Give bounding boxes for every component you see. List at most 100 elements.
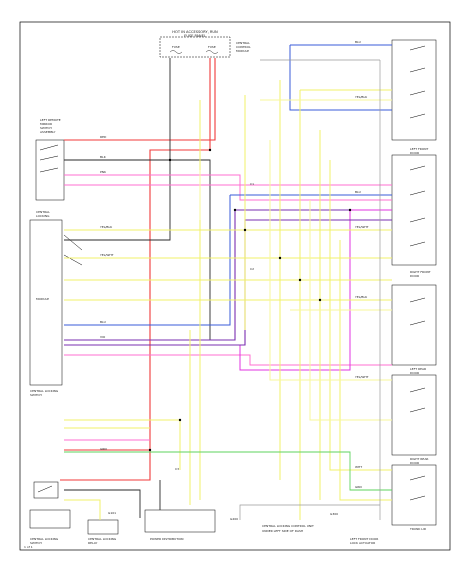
switch-contact bbox=[409, 113, 426, 119]
fuse-panel-subtitle: FUSE PANEL bbox=[184, 34, 206, 38]
wire-tag: YEL/BLK bbox=[355, 95, 368, 99]
module-label: SWITCH bbox=[30, 393, 42, 397]
wire-tag: BLU bbox=[355, 190, 361, 194]
wire-tag: PNK bbox=[100, 170, 107, 174]
door-label: DOOR bbox=[410, 371, 419, 375]
switch-contact bbox=[409, 45, 426, 51]
module-label: CENTRAL LOCKING bbox=[88, 537, 117, 541]
power-distribution-box: POWER DISTRIBUTION bbox=[144, 509, 216, 541]
left-remote-mirror-switch: LEFT REMOTE MIRROR SWITCH ASSEMBLY bbox=[35, 118, 65, 201]
switch-contact bbox=[409, 297, 426, 303]
fuse-panel-title: HOT IN ACCESSORY, RUN bbox=[172, 30, 218, 34]
ground-label: G200 bbox=[230, 517, 238, 521]
module-label: CENTRAL LOCKING bbox=[30, 389, 59, 393]
wire-tags: RED BLK PNK YEL/BLK YEL/WHT BLU VIO GRN … bbox=[100, 40, 369, 489]
switch-contact bbox=[409, 90, 426, 96]
ground-label: G101 bbox=[108, 511, 116, 515]
wire-tag: BLU bbox=[100, 320, 106, 324]
door-label: DOOR bbox=[410, 274, 419, 278]
module-label: POWER DISTRIBUTION bbox=[150, 537, 184, 541]
diagram-border bbox=[19, 21, 451, 551]
fuse-left-label: FUSE bbox=[172, 45, 180, 49]
wire-tag: YEL/WHT bbox=[355, 225, 369, 229]
door-label: LEFT REAR bbox=[410, 367, 426, 371]
fuse-panel: HOT IN ACCESSORY, RUN FUSE PANEL FUSE FU… bbox=[159, 30, 231, 58]
module-label: SWITCH bbox=[30, 541, 42, 545]
wire-blue bbox=[64, 44, 392, 326]
wire-tag: VIO bbox=[100, 335, 106, 339]
switch-contact bbox=[409, 320, 426, 326]
switch-contact bbox=[409, 387, 426, 393]
wire-tag: YEL/BLK bbox=[355, 295, 368, 299]
module-label: CENTRAL LOCKING bbox=[30, 537, 59, 541]
module-label: ASSEMBLY bbox=[40, 130, 56, 134]
wire-green bbox=[64, 451, 392, 491]
footer-caption: UNDER LEFT SIDE OF DASH bbox=[262, 529, 303, 533]
fuse-right-label: FUSE bbox=[208, 45, 216, 49]
relay-contact bbox=[63, 234, 83, 251]
wire-tag: BLK bbox=[100, 155, 107, 159]
module-label: CENTRAL bbox=[36, 210, 50, 214]
page-number: 1 of 1 bbox=[24, 545, 33, 549]
module-label: LEFT REMOTE bbox=[40, 118, 61, 122]
door-label: RIGHT FRONT bbox=[410, 270, 431, 274]
ground-label: G300 bbox=[330, 512, 338, 516]
module-label: MIRROR bbox=[40, 122, 52, 126]
connectors: C1 C2 C3 G101 G200 G300 bbox=[108, 182, 338, 521]
wire-tag: YEL/WHT bbox=[100, 253, 114, 257]
switch-contact bbox=[39, 155, 59, 161]
connector-label: C1 bbox=[250, 182, 254, 186]
switch-contact bbox=[409, 495, 426, 501]
wire-tag: YEL/WHT bbox=[355, 375, 369, 379]
module-label: LOCKING bbox=[36, 214, 50, 218]
switch-contact bbox=[409, 475, 426, 481]
module-label: CENTRAL bbox=[236, 41, 250, 45]
door-label: DOOR bbox=[410, 461, 419, 465]
switch-contact bbox=[409, 165, 426, 171]
module-label: CONTROL bbox=[236, 45, 251, 49]
switch-contact bbox=[409, 217, 426, 223]
door-label: RIGHT REAR bbox=[410, 457, 428, 461]
bottom-center-relay: CENTRAL LOCKING RELAY bbox=[87, 519, 119, 545]
wire-tag: GRN bbox=[100, 447, 107, 451]
wire-tag: YEL/BLK bbox=[100, 225, 113, 229]
module-label: MODULE bbox=[36, 297, 49, 301]
wire-tag: BLU bbox=[355, 40, 361, 44]
switch-contact bbox=[409, 407, 426, 413]
module-label: SWITCH bbox=[40, 126, 52, 130]
connector-label: C3 bbox=[175, 467, 179, 471]
module-label: MODULE bbox=[236, 49, 249, 53]
door-label: LEFT FRONT bbox=[410, 147, 428, 151]
wire-pink bbox=[64, 174, 392, 441]
connector-label: C2 bbox=[250, 267, 254, 271]
central-locking-module-left: CENTRAL LOCKING MODULE bbox=[29, 210, 83, 386]
fuse-symbol bbox=[169, 50, 183, 54]
switch-contact bbox=[409, 190, 426, 196]
wire-tag: RED bbox=[100, 135, 107, 139]
central-control-module-top: CENTRAL CONTROL MODULE bbox=[236, 41, 251, 53]
switch-contact bbox=[37, 485, 53, 493]
wire-red bbox=[60, 58, 216, 481]
bottom-left-switch: CENTRAL LOCKING SWITCH bbox=[29, 481, 71, 545]
switch-contact bbox=[409, 241, 426, 247]
wire-magenta bbox=[239, 209, 392, 371]
actuator-label: LOCK ACTUATOR bbox=[350, 541, 375, 545]
fuse-symbol bbox=[205, 50, 219, 54]
switch-contact bbox=[409, 67, 426, 73]
wire-gray bbox=[239, 59, 381, 520]
relay-contact bbox=[63, 254, 83, 266]
wire-tag: WHT bbox=[355, 465, 362, 469]
central-locking-switch-left: CENTRAL LOCKING SWITCH bbox=[30, 389, 59, 397]
switch-contact bbox=[39, 144, 59, 151]
door-label: TRUNK LID bbox=[409, 527, 427, 531]
actuator-label: LEFT FRONT DOOR bbox=[350, 537, 378, 541]
door-label: DOOR bbox=[410, 151, 419, 155]
module-label: RELAY bbox=[88, 541, 98, 545]
right-door-modules: LEFT FRONT DOOR RIGHT FRONT DOOR LEFT RE… bbox=[350, 39, 437, 545]
switch-contact bbox=[39, 167, 59, 173]
splice-dots bbox=[148, 148, 352, 452]
footer-caption: CENTRAL LOCKING CONTROL UNIT bbox=[262, 524, 314, 528]
wire-yellow-light bbox=[199, 99, 392, 421]
wire-black bbox=[64, 58, 211, 518]
